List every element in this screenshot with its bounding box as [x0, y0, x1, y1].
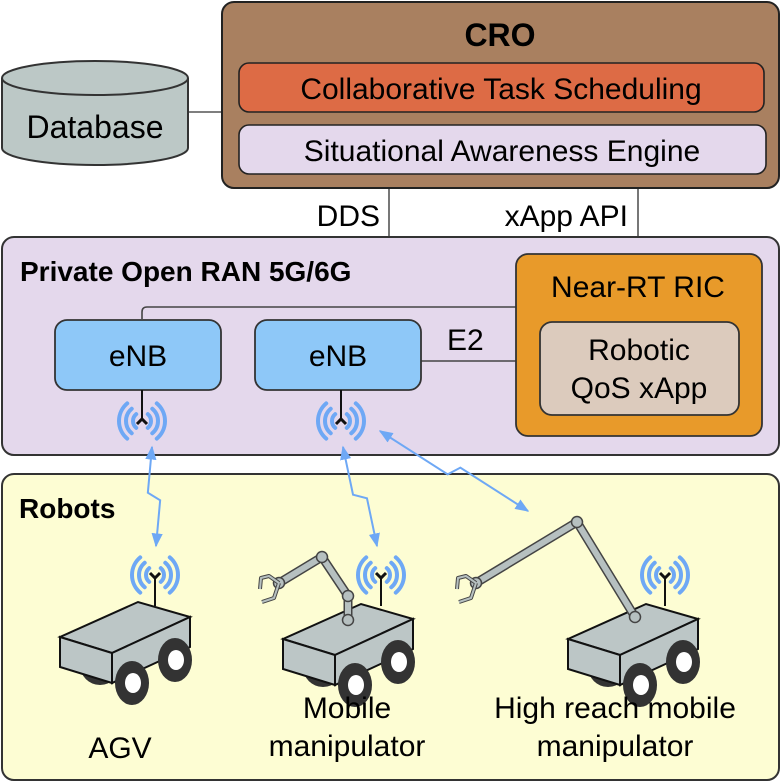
ric-title: Near-RT RIC	[551, 271, 725, 304]
robot-antenna-icon-high-reach-waves	[640, 555, 690, 595]
robots-title: Robots	[19, 493, 115, 524]
ran-box: Private Open RAN 5G/6G E2 eNB eNB Near-R…	[1, 236, 780, 456]
cro-box: CRO Collaborative Task Scheduling Situat…	[221, 1, 780, 189]
gripper-icon	[455, 574, 478, 604]
enb-box-2	[254, 319, 422, 391]
xapp-label-line1: Robotic	[588, 334, 690, 367]
xapp-label-line2: QoS xApp	[571, 372, 708, 405]
e2-link-enb1	[141, 306, 516, 319]
antenna-icon-enb2	[316, 390, 366, 441]
cro-title: CRO	[464, 17, 535, 53]
robot-label-high-reach-line1: High reach mobile	[494, 692, 736, 725]
awareness-label: Situational Awareness Engine	[304, 135, 700, 168]
antenna-icon-enb1	[117, 390, 167, 441]
awareness-box	[238, 124, 767, 175]
robot-mobile-manipulator-icon	[280, 602, 416, 707]
enb-box-1	[54, 319, 222, 391]
xapp-box	[539, 321, 740, 416]
scheduling-label: Collaborative Task Scheduling	[300, 73, 701, 106]
wireless-link-agv	[145, 445, 163, 548]
robot-antenna-icon-mobile-manipulator	[356, 555, 406, 606]
robot-antenna-icon-high-reach	[640, 555, 690, 606]
enb-label-1: eNB	[109, 340, 167, 373]
robot-high-reach-manipulator-icon	[565, 602, 701, 707]
e2-label: E2	[447, 324, 484, 357]
wireless-waves-icon-enb2	[316, 401, 366, 441]
robot-label-high-reach-line2: manipulator	[537, 730, 694, 763]
robot-antenna-icon-agv-waves	[130, 555, 180, 595]
scheduling-box	[238, 62, 765, 113]
enb-label-2: eNB	[309, 340, 367, 373]
robot-antenna-icon-mobile-manipulator-waves	[356, 555, 406, 595]
robot-agv-icon	[57, 600, 193, 705]
robot-label-mobile-manipulator-line2: manipulator	[269, 730, 426, 763]
robot-label-agv: AGV	[88, 732, 151, 765]
gripper-icon	[258, 574, 281, 604]
wireless-waves-icon-enb1	[117, 401, 167, 441]
wireless-link-high-reach	[378, 430, 530, 512]
ran-title: Private Open RAN 5G/6G	[20, 256, 351, 287]
database: Database	[1, 60, 189, 166]
dds-label: DDS	[317, 200, 380, 233]
database-label: Database	[27, 109, 164, 145]
xapp-api-label: xApp API	[505, 200, 628, 233]
robot-arm-high-reach	[455, 515, 642, 624]
wireless-link-mobile-manipulator	[340, 445, 380, 548]
robot-antenna-icon-agv	[130, 555, 180, 606]
robot-label-mobile-manipulator-line1: Mobile	[303, 692, 391, 725]
robot-arm-mobile-manipulator	[258, 550, 355, 627]
